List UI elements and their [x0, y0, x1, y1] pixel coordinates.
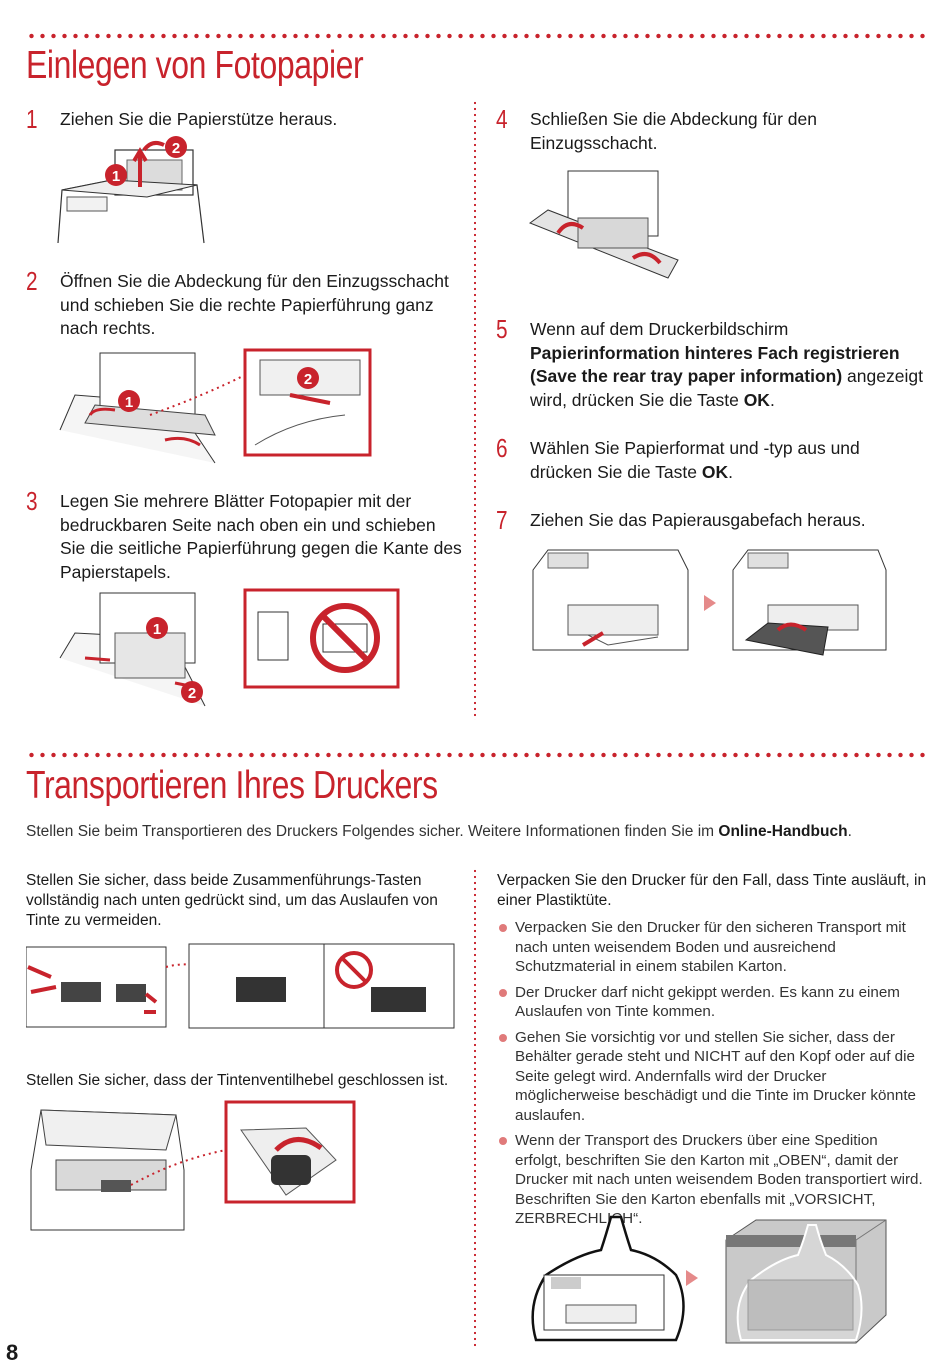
marker-2: 2 [304, 371, 312, 388]
step-text: Legen Sie mehrere Blätter Fotopapier mit… [60, 491, 462, 582]
bullet-dot [499, 924, 507, 932]
step-text: Ziehen Sie das Papierausgabefach heraus. [530, 510, 866, 530]
merge-buttons-note: Stellen Sie sicher, dass beide Zusammenf… [26, 872, 438, 929]
section-divider-top [26, 33, 926, 39]
step-text-part: . [728, 461, 733, 482]
step-text: Wenn auf dem Druckerbildschirm Papierinf… [530, 318, 925, 412]
step-number: 7 [496, 505, 508, 535]
screen-message: Papierinformation hinteres Fach registri… [530, 342, 900, 387]
next-arrow-icon [704, 595, 716, 611]
bullet-text: Der Drucker darf nicht gekippt werden. E… [515, 983, 900, 1021]
printer-paper-support-illustration: 1 2 [57, 136, 205, 244]
column-divider [474, 868, 476, 1348]
marker-2: 2 [172, 140, 180, 157]
intro-text: Stellen Sie beim Transportieren des Druc… [26, 823, 719, 840]
bullet-text: Wenn der Transport des Druckers über ein… [515, 1132, 923, 1227]
bullet-dot [499, 1137, 507, 1145]
bullet-text: Verpacken Sie den Drucker für den sicher… [515, 919, 906, 975]
plastic-bag-note: Verpacken Sie den Drucker für den Fall, … [497, 872, 927, 909]
ink-valve-note: Stellen Sie sicher, dass der Tintenventi… [26, 1072, 449, 1089]
ink-valve-illustration [30, 1100, 356, 1231]
step-number: 6 [496, 433, 508, 463]
step-text: Ziehen Sie die Papierstütze heraus. [60, 109, 338, 129]
merge-buttons-illustration [26, 943, 455, 1029]
step-text-part: angezeigt wird, drücken Sie die Taste [530, 366, 923, 410]
bullet-dot [499, 1033, 507, 1042]
packing-illustration [531, 1215, 887, 1344]
output-tray-illustration [532, 549, 887, 656]
step-text-part: . [769, 389, 775, 410]
step-number: 4 [496, 104, 508, 134]
section-title-transport: Transportieren Ihres Druckers [26, 764, 438, 807]
cover-open-guide-illustration: 1 2 [59, 348, 372, 464]
transport-intro: Stellen Sie beim Transportieren des Druc… [26, 821, 926, 842]
section-title-fotopapier: Einlegen von Fotopapier [26, 44, 364, 87]
marker-1: 1 [112, 168, 120, 185]
prohibited-icon [310, 603, 380, 673]
step-number: 1 [26, 104, 38, 134]
bullet-item: Wenn der Transport des Druckers über ein… [497, 1131, 927, 1229]
step-number: 3 [26, 486, 38, 516]
column-divider [474, 100, 476, 720]
section-divider-transport [26, 752, 926, 758]
close-cover-illustration [528, 170, 679, 279]
step-text: Schließen Sie die Abdeckung für den Einz… [530, 109, 817, 153]
ok-key-label: OK [701, 461, 729, 482]
marker-1: 1 [153, 621, 161, 638]
step-number: 5 [496, 314, 508, 344]
prohibited-icon [335, 951, 373, 989]
step-text-part: Wenn auf dem Druckerbildschirm [530, 319, 789, 339]
step-number: 2 [26, 266, 38, 296]
bullet-item: Gehen Sie vorsichtig vor und stellen Sie… [497, 1028, 927, 1126]
step-text-part: Wählen Sie Papierformat und -typ aus und… [530, 438, 860, 482]
next-arrow-icon [686, 1270, 698, 1286]
marker-2: 2 [188, 685, 196, 702]
load-paper-illustration: 1 2 [59, 588, 400, 707]
online-manual-link[interactable]: Online-Handbuch [718, 823, 848, 840]
bullet-item: Der Drucker darf nicht gekippt werden. E… [497, 983, 927, 1022]
ok-key-label: OK [743, 389, 770, 410]
bullet-item: Verpacken Sie den Drucker für den sicher… [497, 918, 927, 977]
intro-text: . [847, 823, 852, 840]
marker-1: 1 [125, 394, 133, 411]
page-number: 8 [6, 1340, 19, 1365]
step-text: Öffnen Sie die Abdeckung für den Einzugs… [60, 271, 449, 338]
transport-bullet-list: Verpacken Sie den Drucker für den sicher… [497, 918, 927, 1235]
bullet-dot [499, 988, 507, 997]
step-text: Wählen Sie Papierformat und -typ aus und… [530, 437, 890, 484]
bullet-text: Gehen Sie vorsichtig vor und stellen Sie… [515, 1028, 916, 1124]
